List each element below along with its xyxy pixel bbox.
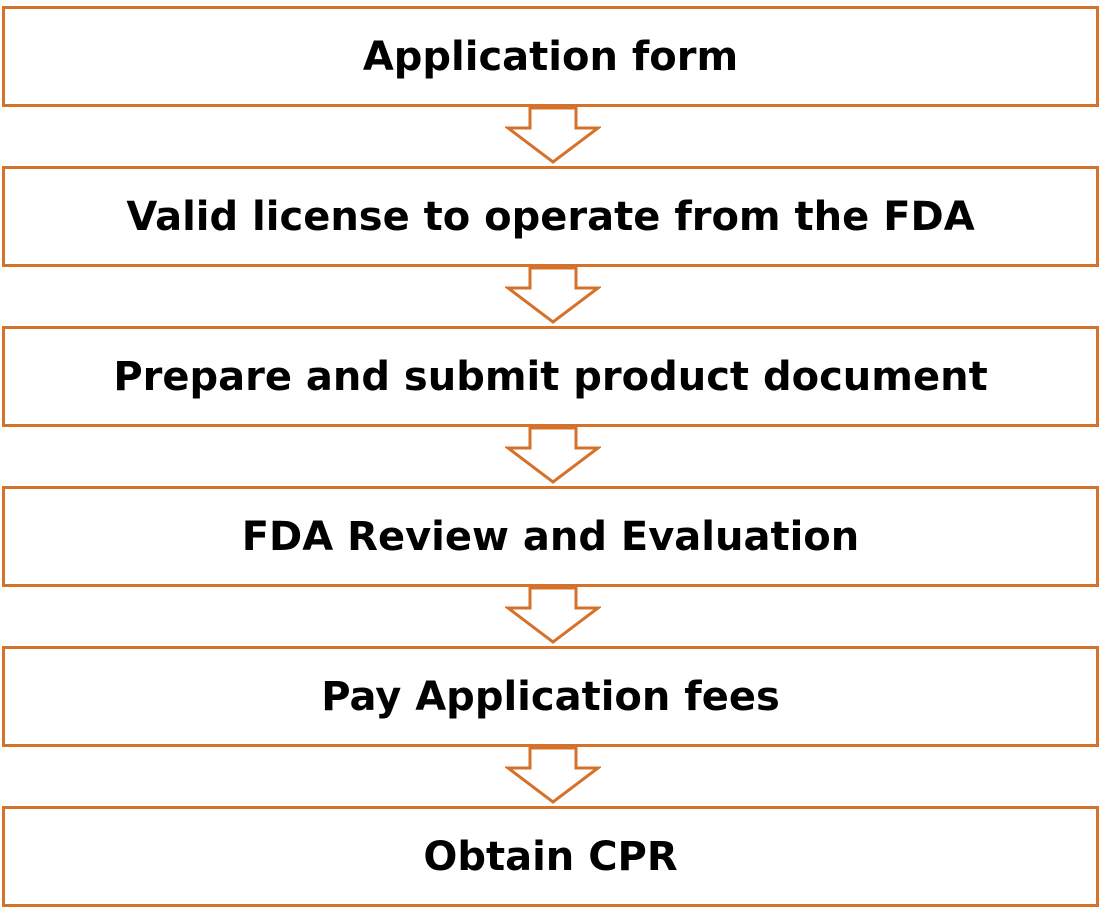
step-application-form: Application form	[2, 6, 1099, 107]
step-label: Valid license to operate from the FDA	[126, 193, 975, 240]
step-label: Obtain CPR	[423, 833, 678, 880]
down-arrow-icon	[505, 746, 601, 804]
step-prepare-submit-document: Prepare and submit product document	[2, 326, 1099, 427]
down-arrow-icon	[505, 426, 601, 484]
step-label: FDA Review and Evaluation	[241, 513, 860, 560]
step-valid-license: Valid license to operate from the FDA	[2, 166, 1099, 267]
down-arrow-icon	[505, 266, 601, 324]
step-label: Pay Application fees	[321, 673, 780, 720]
down-arrow-icon	[505, 106, 601, 164]
step-label: Application form	[362, 33, 739, 80]
step-obtain-cpr: Obtain CPR	[2, 806, 1099, 907]
step-fda-review: FDA Review and Evaluation	[2, 486, 1099, 587]
step-pay-fees: Pay Application fees	[2, 646, 1099, 747]
step-label: Prepare and submit product document	[113, 353, 988, 400]
down-arrow-icon	[505, 586, 601, 644]
